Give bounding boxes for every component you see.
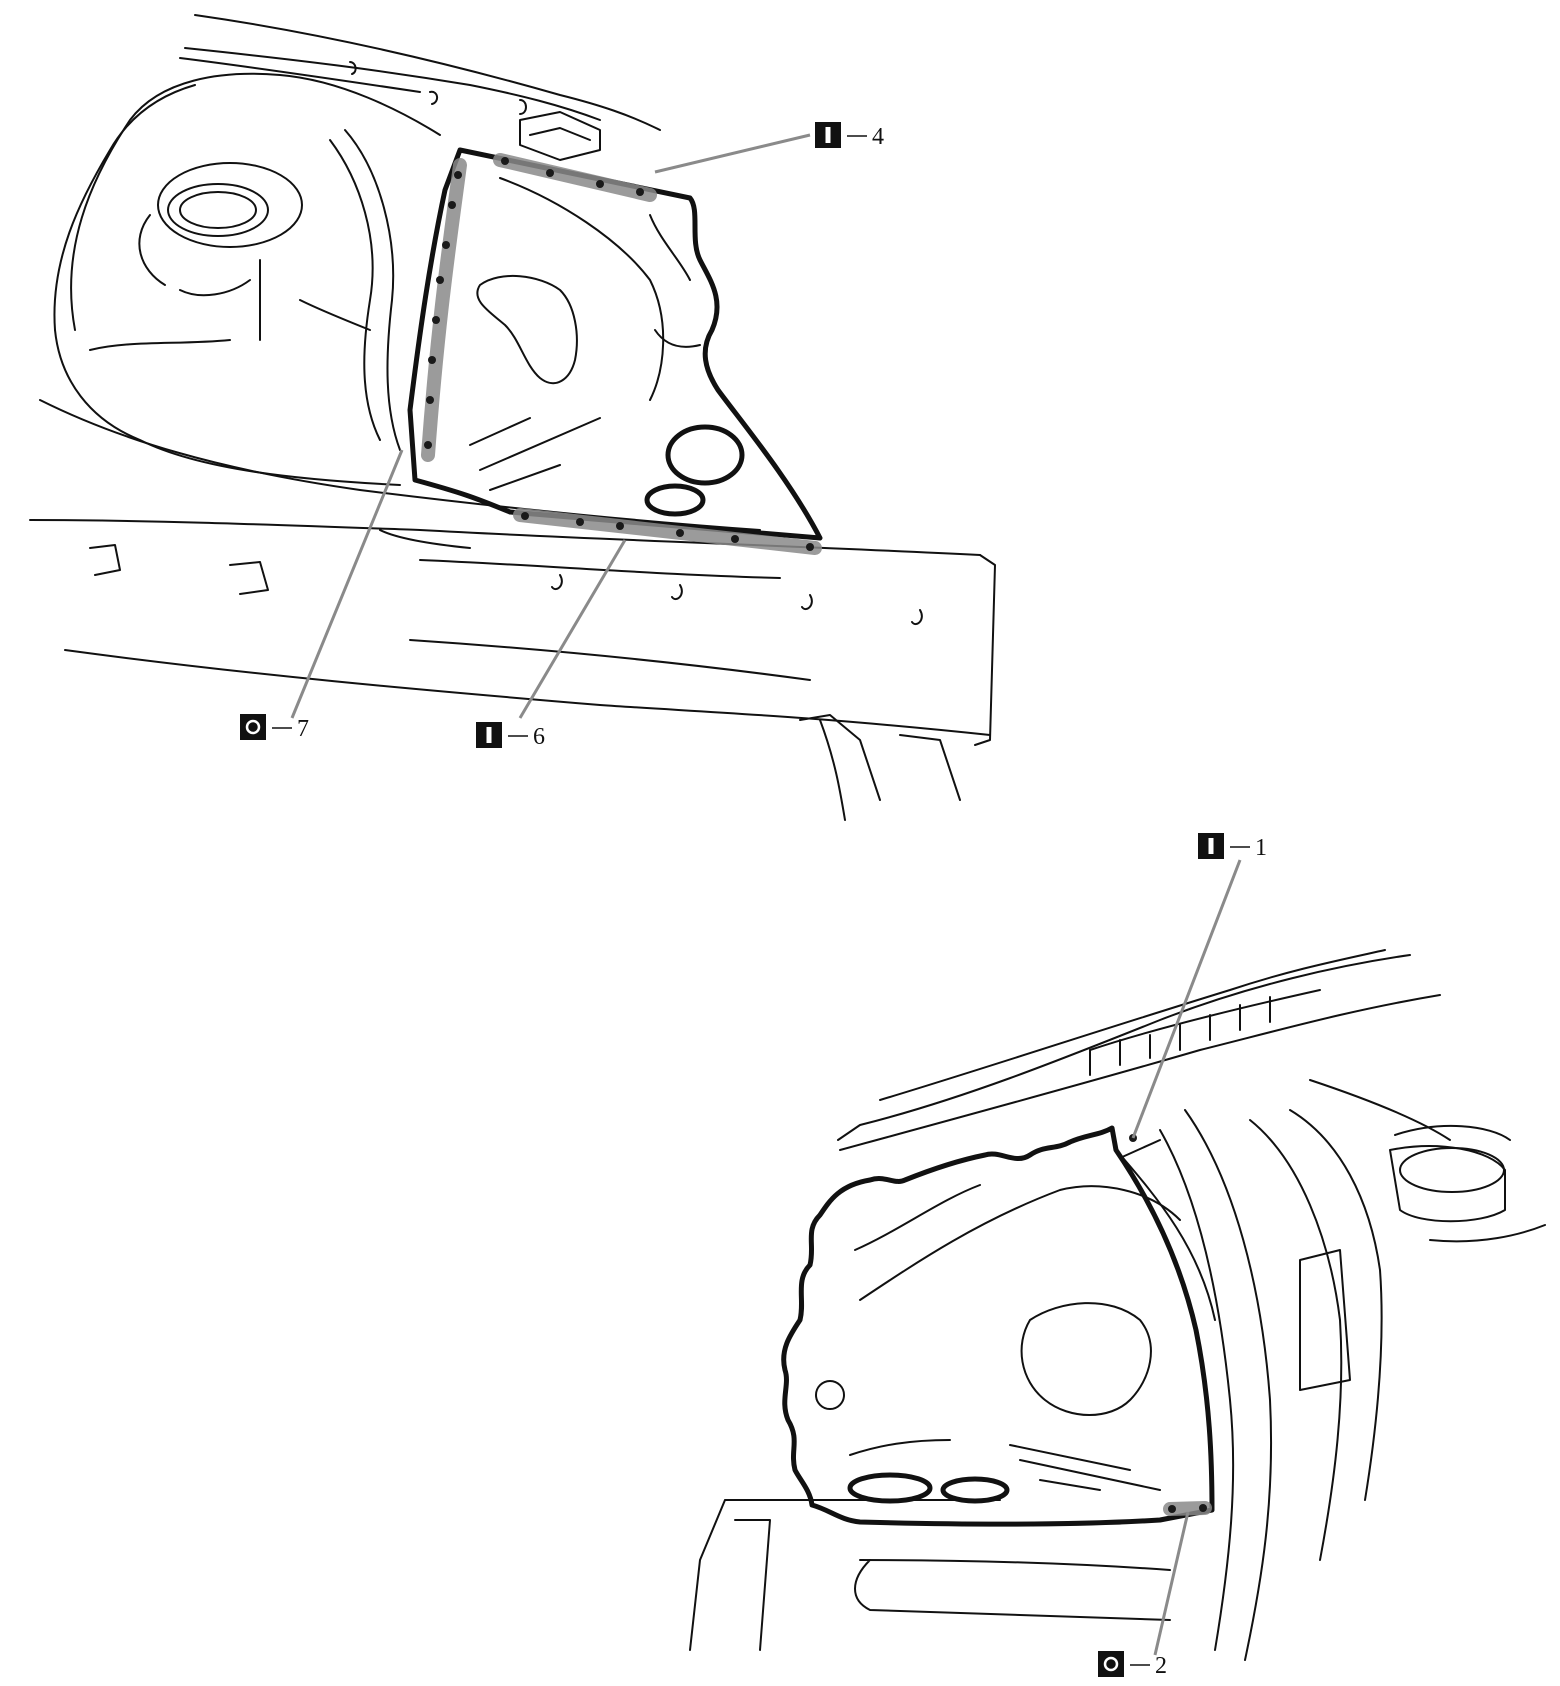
callout-number-1: 1	[1255, 835, 1267, 861]
weld-seam-4	[493, 153, 657, 202]
spot-weld-symbol-icon	[476, 722, 502, 748]
plug-weld-symbol-icon	[1098, 1651, 1124, 1677]
callout-6: 6	[476, 722, 545, 750]
weld-seam-7	[421, 158, 467, 462]
lower-wheelhouse-view	[689, 859, 1546, 1661]
upper-wheelhouse-view	[29, 14, 996, 821]
plug-weld-symbol-icon	[240, 714, 266, 740]
spot-weld-symbol-icon	[1198, 833, 1224, 859]
callout-number-6: 6	[533, 724, 545, 750]
weld-seam-6	[513, 508, 822, 555]
callout-number-4: 4	[872, 124, 884, 150]
callout-4: 4	[815, 122, 884, 150]
callout-number-7: 7	[297, 716, 309, 742]
spot-weld-symbol-icon	[815, 122, 841, 148]
callout-1: 1	[1198, 833, 1267, 861]
callout-2: 2	[1098, 1651, 1167, 1679]
callout-7: 7	[240, 714, 309, 742]
callout-number-2: 2	[1155, 1653, 1167, 1679]
